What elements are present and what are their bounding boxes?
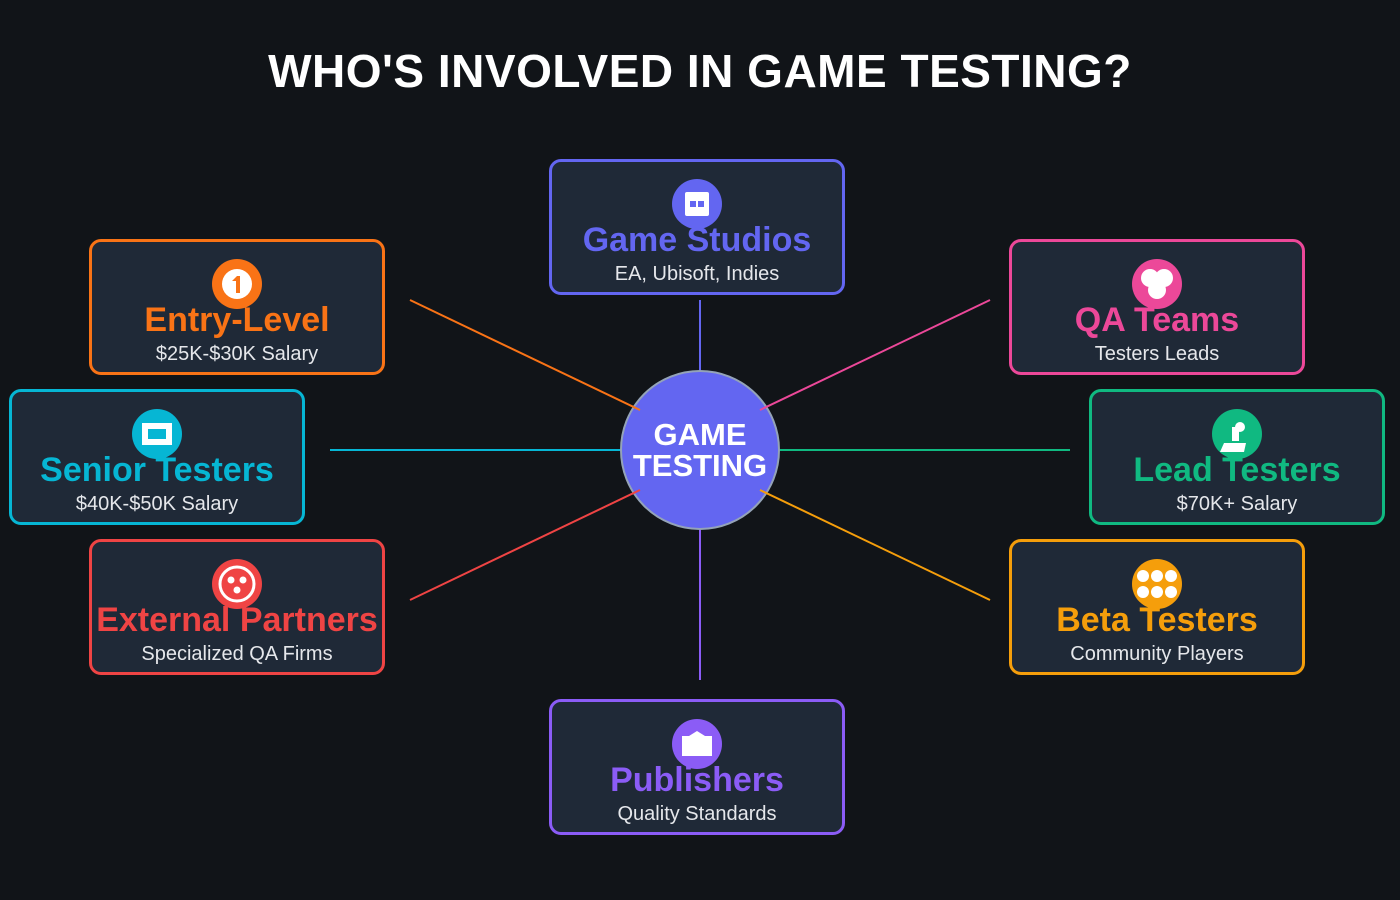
node-label: Beta Testers (1056, 601, 1258, 639)
node-beta-testers: Beta Testers Community Players (1009, 539, 1305, 675)
node-subtitle: $25K-$30K Salary (155, 343, 319, 365)
node-label: QA Teams (1074, 301, 1240, 339)
node-subtitle: Quality Standards (617, 803, 777, 825)
node-subtitle: Community Players (1070, 643, 1244, 665)
node-subtitle: $70K+ Salary (1176, 493, 1298, 515)
monitor-icon (132, 409, 182, 459)
node-subtitle: EA, Ubisoft, Indies (614, 263, 780, 285)
node-label: Lead Testers (1133, 451, 1341, 489)
center-label-line1: GAME (653, 417, 747, 452)
node-publishers: Publishers Quality Standards (549, 699, 845, 835)
node-subtitle: $40K-$50K Salary (75, 493, 239, 515)
node-lead-testers: Lead Testers $70K+ Salary (1089, 389, 1385, 525)
node-entry-level: Entry-Level $25K-$30K Salary (89, 239, 385, 375)
gamepad-icon (672, 179, 722, 229)
node-label: Game Studios (582, 221, 812, 259)
node-label: Senior Testers (40, 451, 274, 489)
node-senior-testers: Senior Testers $40K-$50K Salary (9, 389, 305, 525)
node-subtitle: Specialized QA Firms (141, 643, 333, 665)
number-one-icon (212, 259, 262, 309)
node-subtitle: Testers Leads (1094, 343, 1220, 365)
node-label: External Partners (96, 601, 378, 639)
center-hub: GAME TESTING (620, 370, 780, 530)
building-icon (672, 719, 722, 769)
joystick-icon (1212, 409, 1262, 459)
node-external-partners: External Partners Specialized QA Firms (89, 539, 385, 675)
team-icon (1132, 259, 1182, 309)
node-game-studios: Game Studios EA, Ubisoft, Indies (549, 159, 845, 295)
node-label: Entry-Level (144, 301, 330, 339)
community-icon (1132, 559, 1182, 609)
center-label-line2: TESTING (632, 448, 768, 483)
diagram-title: WHO'S INVOLVED IN GAME TESTING? (268, 45, 1132, 97)
node-qa-teams: QA Teams Testers Leads (1009, 239, 1305, 375)
network-icon (212, 559, 262, 609)
node-label: Publishers (610, 761, 784, 799)
